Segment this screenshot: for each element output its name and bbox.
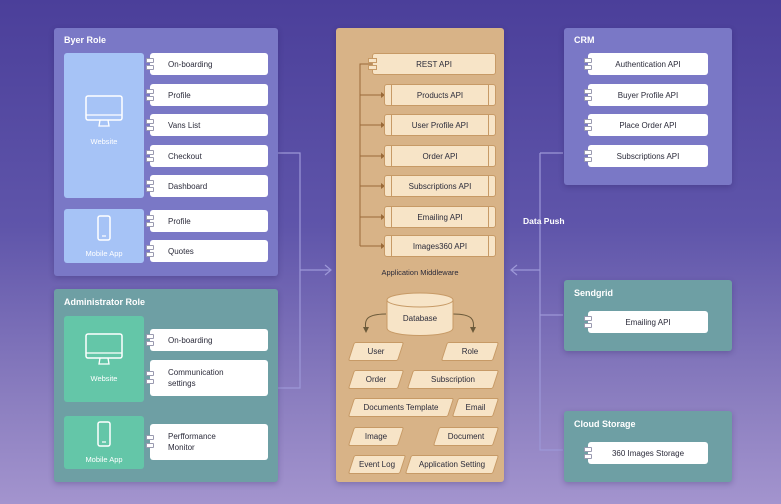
buyer-onboarding-component[interactable]: On-boarding (146, 53, 268, 75)
arrow-from-services (510, 264, 518, 276)
cloud-storage-panel: Cloud Storage 360 Images Storage (564, 411, 732, 482)
admin-role-panel: Administrator Role Website Mobile App On… (54, 289, 278, 482)
cloud-360-images-storage[interactable]: 360 Images Storage (584, 442, 708, 464)
api-connector-tree (359, 63, 476, 333)
buyer-website-box: Website (64, 53, 144, 198)
admin-role-title: Administrator Role (64, 297, 146, 307)
crm-authentication-api[interactable]: Authentication API (584, 53, 708, 75)
buyer-role-title: Byer Role (64, 35, 107, 45)
admin-website-box: Website (64, 316, 144, 402)
crm-title: CRM (574, 35, 595, 45)
entity-documents-template: Documents Template (347, 398, 455, 417)
entity-image: Image (347, 427, 405, 446)
products-api-block[interactable]: Products API (384, 84, 496, 106)
phone-icon (97, 421, 111, 447)
emailing-api-block[interactable]: Emailing API (384, 206, 496, 228)
buyer-role-panel: Byer Role Website Mobile App On-boarding… (54, 28, 278, 276)
monitor-icon (85, 333, 123, 365)
buyer-mobile-label: Mobile App (85, 249, 123, 258)
admin-mobile-box: Mobile App (64, 416, 144, 469)
subscriptions-api-block[interactable]: Subscriptions API (384, 175, 496, 197)
rest-api-block[interactable]: REST API (368, 53, 496, 75)
buyer-mobile-box: Mobile App (64, 209, 144, 263)
crm-buyer-profile-api[interactable]: Buyer Profile API (584, 84, 708, 106)
buyer-dashboard-component[interactable]: Dashboard (146, 175, 268, 197)
admin-website-label: Website (90, 374, 118, 383)
sendgrid-title: Sendgrid (574, 288, 614, 298)
order-api-block[interactable]: Order API (384, 145, 496, 167)
user-profile-api-block[interactable]: User Profile API (384, 114, 496, 136)
buyer-mobile-profile-component[interactable]: Profile (146, 210, 268, 232)
entity-document: Document (432, 427, 500, 446)
middleware-panel: REST API Products API User Profile API O… (336, 28, 504, 482)
buyer-vans-list-component[interactable]: Vans List (146, 114, 268, 136)
images360-api-block[interactable]: Images360 API (384, 235, 496, 257)
entity-application-setting: Application Setting (404, 455, 500, 474)
buyer-checkout-component[interactable]: Checkout (146, 145, 268, 167)
buyer-profile-component[interactable]: Profile (146, 84, 268, 106)
cloud-storage-title: Cloud Storage (574, 419, 636, 429)
database-label: Database (402, 314, 438, 323)
crm-panel: CRM Authentication API Buyer Profile API… (564, 28, 732, 185)
buyer-quotes-component[interactable]: Quotes (146, 240, 268, 262)
services-bracket (539, 152, 563, 451)
sendgrid-emailing-api[interactable]: Emailing API (584, 311, 708, 333)
crm-place-order-api[interactable]: Place Order API (584, 114, 708, 136)
admin-mobile-label: Mobile App (85, 455, 123, 464)
middleware-label: Application Middleware (381, 268, 459, 277)
entity-order: Order (347, 370, 405, 389)
entity-email: Email (451, 398, 500, 417)
arrow-into-middleware (324, 264, 332, 276)
entity-role: Role (440, 342, 500, 361)
phone-icon (97, 215, 111, 241)
monitor-icon (85, 95, 123, 127)
entity-user: User (347, 342, 405, 361)
sendgrid-panel: Sendgrid Emailing API (564, 280, 732, 351)
database-cylinder (386, 292, 454, 336)
buyer-website-label: Website (90, 137, 118, 146)
data-push-label: Data Push (523, 216, 565, 226)
admin-onboarding-component[interactable]: On-boarding (146, 329, 268, 351)
entity-subscription: Subscription (406, 370, 500, 389)
crm-subscriptions-api[interactable]: Subscriptions API (584, 145, 708, 167)
entity-event-log: Event Log (347, 455, 407, 474)
